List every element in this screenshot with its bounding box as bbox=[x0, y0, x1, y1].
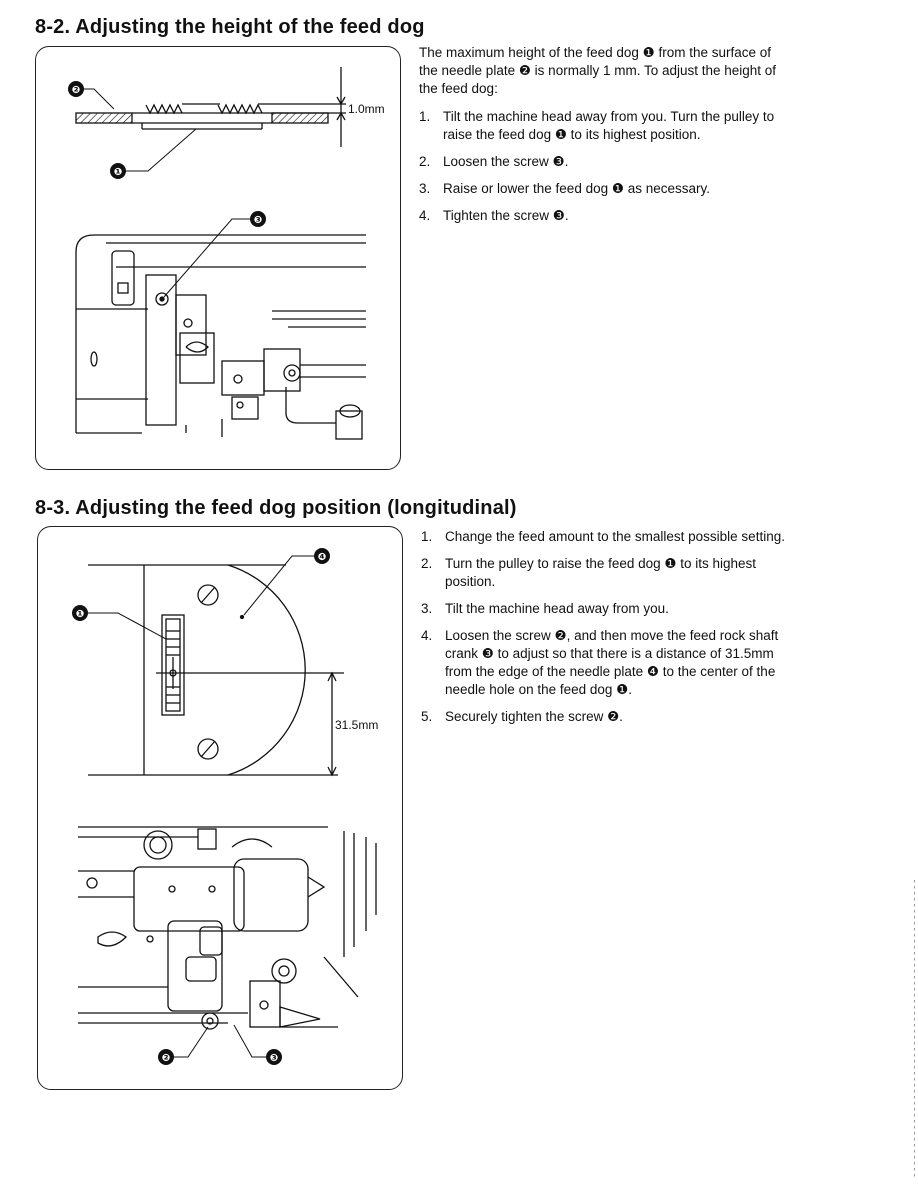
callout-3 bbox=[250, 211, 266, 227]
scan-edge-mark bbox=[914, 880, 915, 1180]
svg-text:❹: ❹ bbox=[318, 552, 326, 563]
dimension-label-height: 1.0mm bbox=[348, 102, 385, 116]
list-item: 5.Securely tighten the screw ❷. bbox=[421, 709, 623, 724]
section1-text: The maximum height of the feed dog ❶ fro… bbox=[419, 44, 783, 234]
list-item: 4.Loosen the screw ❷, and then move the … bbox=[421, 628, 779, 697]
section1-steps: 1.Tilt the machine head away from you. T… bbox=[419, 108, 783, 225]
dimension-label-position: 31.5mm bbox=[335, 718, 378, 732]
svg-text:❷: ❷ bbox=[162, 1053, 171, 1064]
height-diagram: 1.0mm ❷ ❶ ❸ bbox=[68, 67, 385, 440]
callout-2 bbox=[158, 1049, 174, 1065]
section1-intro: The maximum height of the feed dog ❶ fro… bbox=[419, 45, 777, 96]
svg-text:❷: ❷ bbox=[72, 85, 81, 96]
svg-text:❶: ❶ bbox=[114, 167, 123, 178]
svg-text:❶: ❶ bbox=[76, 609, 85, 620]
position-diagram: 31.5mm ❹ ❶ bbox=[72, 548, 378, 1065]
svg-text:❸: ❸ bbox=[270, 1053, 279, 1064]
list-item: 3.Raise or lower the feed dog ❶ as neces… bbox=[419, 181, 710, 196]
list-item: 1.Tilt the machine head away from you. T… bbox=[419, 109, 775, 142]
callout-1 bbox=[72, 605, 88, 621]
section-heading-height: 8-2. Adjusting the height of the feed do… bbox=[35, 16, 425, 38]
machine-drawing-lower bbox=[78, 826, 377, 1030]
needle-plate-section bbox=[75, 67, 346, 147]
list-item: 2.Loosen the screw ❸. bbox=[419, 154, 569, 169]
callout-2 bbox=[68, 81, 84, 97]
list-item: 4.Tighten the screw ❸. bbox=[419, 208, 569, 223]
list-item: 1.Change the feed amount to the smallest… bbox=[421, 529, 785, 544]
list-item: 2.Turn the pulley to raise the feed dog … bbox=[421, 556, 757, 589]
section-heading-position: 8-3. Adjusting the feed dog position (lo… bbox=[35, 497, 517, 519]
section2-steps: 1.Change the feed amount to the smallest… bbox=[421, 528, 787, 726]
needle-plate-top-view bbox=[88, 564, 344, 777]
section2-text: 1.Change the feed amount to the smallest… bbox=[421, 528, 787, 735]
callout-1 bbox=[110, 163, 126, 179]
machine-drawing bbox=[75, 234, 366, 440]
callout-4 bbox=[314, 548, 330, 564]
figure-height-adjust: 1.0mm ❷ ❶ ❸ bbox=[35, 46, 401, 470]
figure-position-adjust: 31.5mm ❹ ❶ bbox=[37, 526, 403, 1090]
svg-text:❸: ❸ bbox=[254, 215, 263, 226]
callout-3 bbox=[266, 1049, 282, 1065]
list-item: 3.Tilt the machine head away from you. bbox=[421, 601, 669, 616]
